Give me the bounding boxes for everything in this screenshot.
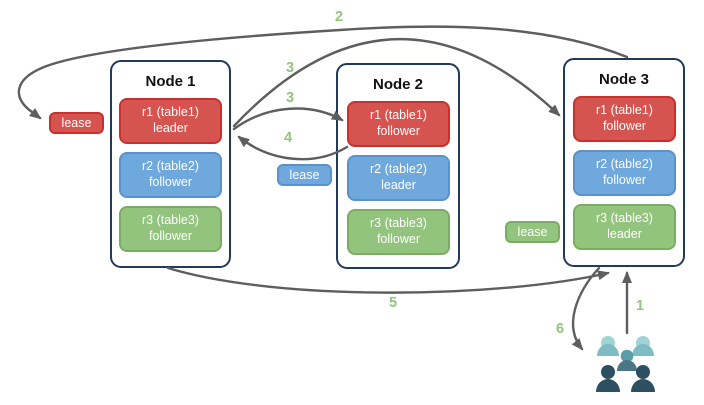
replica-r2-node2: r2 (table2) leader bbox=[347, 155, 450, 201]
users-icon bbox=[596, 336, 655, 392]
lease-text: lease bbox=[289, 168, 320, 182]
replica-range: r1 (table1) bbox=[370, 108, 427, 123]
replica-r3-node2: r3 (table3) follower bbox=[347, 209, 450, 255]
step-label-1: 1 bbox=[636, 298, 645, 314]
replica-role: follower bbox=[602, 119, 647, 133]
node-2-box: Node 2 r1 (table1) follower r2 (table2) … bbox=[336, 63, 460, 269]
node-3-title: Node 3 bbox=[598, 71, 649, 88]
lease-label-r2: lease bbox=[277, 164, 332, 186]
node-1-title: Node 1 bbox=[145, 73, 196, 90]
step-label-3b: 3 bbox=[286, 90, 295, 106]
arrow-step-5 bbox=[166, 266, 610, 294]
replica-r3-node3: r3 (table3) leader bbox=[573, 204, 676, 250]
step-label-5: 5 bbox=[389, 295, 398, 311]
replica-range: r1 (table1) bbox=[142, 105, 199, 120]
lease-text: lease bbox=[61, 116, 92, 130]
replica-role: follower bbox=[148, 229, 193, 243]
replica-range: r2 (table2) bbox=[370, 162, 427, 177]
replica-role: follower bbox=[148, 175, 193, 189]
replica-r2-node3: r2 (table2) follower bbox=[573, 150, 676, 196]
replica-role: follower bbox=[376, 124, 421, 138]
step-label-2: 2 bbox=[335, 9, 344, 25]
replica-range: r3 (table3) bbox=[142, 213, 199, 228]
replica-r1-node1: r1 (table1) leader bbox=[119, 98, 222, 144]
replica-range: r3 (table3) bbox=[370, 216, 427, 231]
step-label-6: 6 bbox=[556, 321, 565, 337]
replica-r3-node1: r3 (table3) follower bbox=[119, 206, 222, 252]
step-label-3a: 3 bbox=[286, 60, 295, 76]
arrow-step-3-to-node2 bbox=[232, 107, 344, 131]
arrow-step-4 bbox=[237, 135, 349, 161]
replica-role: leader bbox=[607, 227, 642, 241]
replica-role: follower bbox=[376, 232, 421, 246]
replica-range: r3 (table3) bbox=[596, 211, 653, 226]
node-3-box: Node 3 r1 (table1) follower r2 (table2) … bbox=[563, 58, 685, 267]
replica-r1-node2: r1 (table1) follower bbox=[347, 101, 450, 147]
replica-range: r1 (table1) bbox=[596, 103, 653, 118]
arrow-step-6 bbox=[571, 266, 601, 351]
replica-r1-node3: r1 (table1) follower bbox=[573, 96, 676, 142]
lease-label-r3: lease bbox=[505, 221, 560, 243]
replica-role: follower bbox=[602, 173, 647, 187]
replica-r2-node1: r2 (table2) follower bbox=[119, 152, 222, 198]
replica-range: r2 (table2) bbox=[142, 159, 199, 174]
lease-text: lease bbox=[517, 225, 548, 239]
step-label-4: 4 bbox=[284, 130, 293, 146]
replica-range: r2 (table2) bbox=[596, 157, 653, 172]
lease-label-r1: lease bbox=[49, 112, 104, 134]
replica-role: leader bbox=[153, 121, 188, 135]
replica-role: leader bbox=[381, 178, 416, 192]
node-1-box: Node 1 r1 (table1) leader r2 (table2) fo… bbox=[110, 60, 231, 268]
node-2-title: Node 2 bbox=[372, 76, 423, 93]
